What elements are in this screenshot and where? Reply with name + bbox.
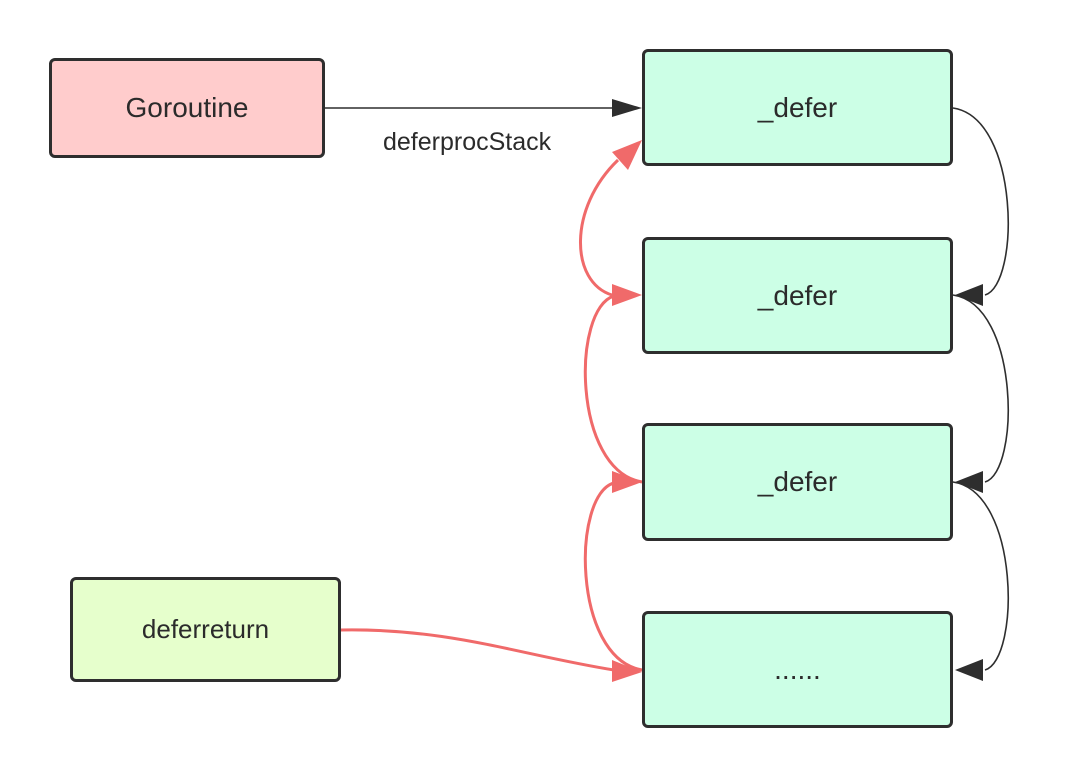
defer-node-2-label: _defer (757, 279, 838, 311)
next-link-arrow-3 (952, 481, 1009, 681)
deferprocstack-label: deferprocStack (383, 128, 552, 156)
return-arrow-3-to-2 (583, 284, 643, 484)
defer-node-1-label: _defer (757, 91, 838, 123)
defer-node-3: _defer (642, 423, 953, 541)
deferreturn-label: deferreturn (141, 614, 270, 644)
defer-node-2: _defer (642, 237, 953, 354)
goroutine-label: Goroutine (125, 92, 249, 123)
defer-node-3-label: _defer (757, 466, 838, 497)
defer-node-1: _defer (642, 49, 953, 166)
goroutine-to-defer-arrow (325, 99, 642, 117)
deferreturn-node: deferreturn (70, 577, 341, 682)
defer-tail-label: ...... (774, 653, 821, 685)
defer-tail-node: ...... (642, 611, 953, 728)
return-arrow-tail-to-3 (583, 471, 643, 672)
next-link-arrow-2 (952, 294, 1009, 493)
next-link-arrow-1 (952, 107, 1009, 306)
goroutine-node: Goroutine (49, 58, 325, 158)
deferreturn-to-tail-arrow (340, 628, 642, 682)
return-arrow-3-to-1 (579, 140, 642, 297)
